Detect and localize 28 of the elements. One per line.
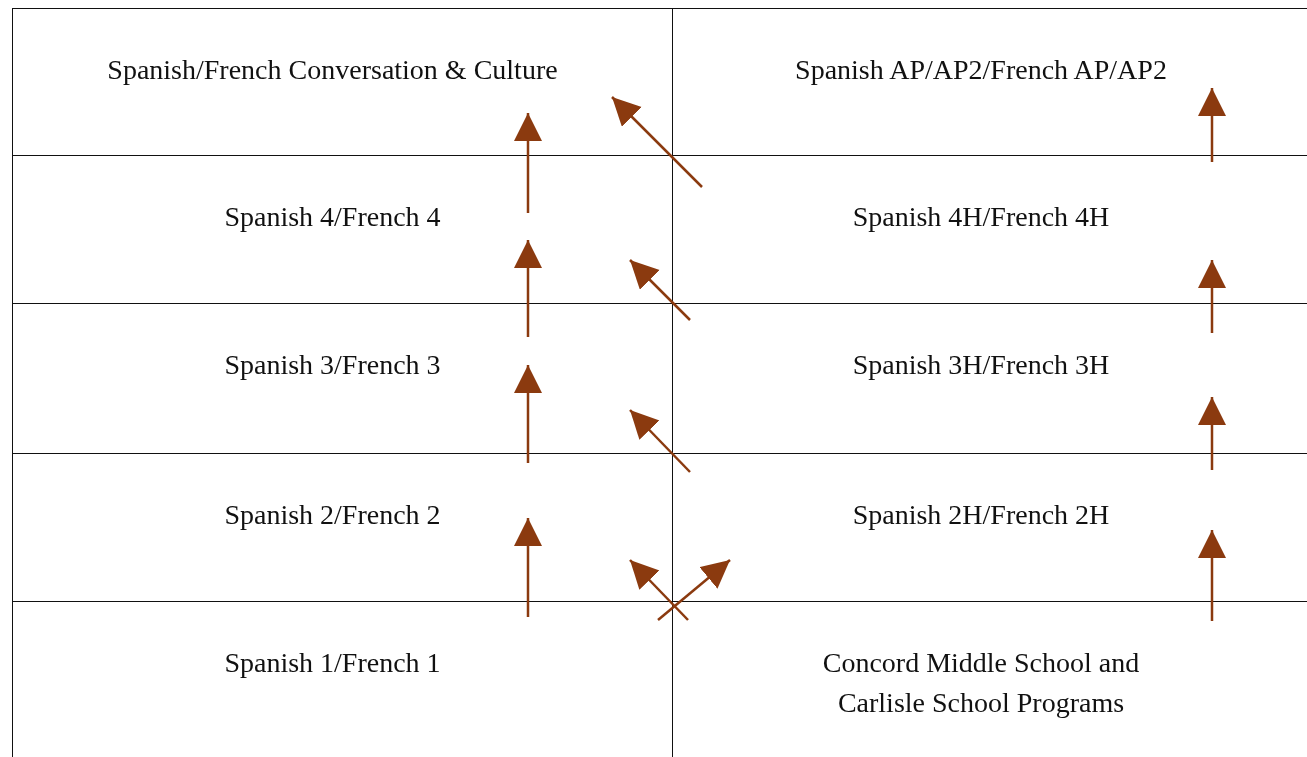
course-label: Concord Middle School and Carlisle School Programs <box>821 646 1141 720</box>
arrow <box>514 518 542 617</box>
table-cell <box>12 8 672 157</box>
course-label: Spanish/French Conversation & Culture <box>106 53 559 87</box>
course-label: Spanish 1/French 1 <box>223 646 442 680</box>
course-label: Spanish 2H/French 2H <box>851 498 1111 532</box>
arrow <box>1198 88 1226 162</box>
course-label: Spanish 3/French 3 <box>223 348 442 382</box>
course-label: Spanish 2/French 2 <box>223 498 442 532</box>
arrow <box>514 365 542 463</box>
table-cell <box>12 155 672 305</box>
arrow <box>1198 530 1226 621</box>
arrow <box>514 113 542 213</box>
table-cell <box>672 601 1307 757</box>
arrow <box>657 559 731 621</box>
table-cell <box>672 453 1307 603</box>
arrow <box>629 559 689 621</box>
table-cell <box>672 8 1307 157</box>
table-cell <box>12 303 672 455</box>
table-cell <box>672 303 1307 455</box>
course-label: Spanish AP/AP2/French AP/AP2 <box>794 53 1168 87</box>
course-label: Spanish 4/French 4 <box>223 200 442 234</box>
arrow <box>514 240 542 337</box>
table-cell <box>12 453 672 603</box>
course-label: Spanish 4H/French 4H <box>851 200 1111 234</box>
arrow <box>1198 397 1226 470</box>
course-label: Spanish 3H/French 3H <box>851 348 1111 382</box>
arrow <box>1198 260 1226 333</box>
